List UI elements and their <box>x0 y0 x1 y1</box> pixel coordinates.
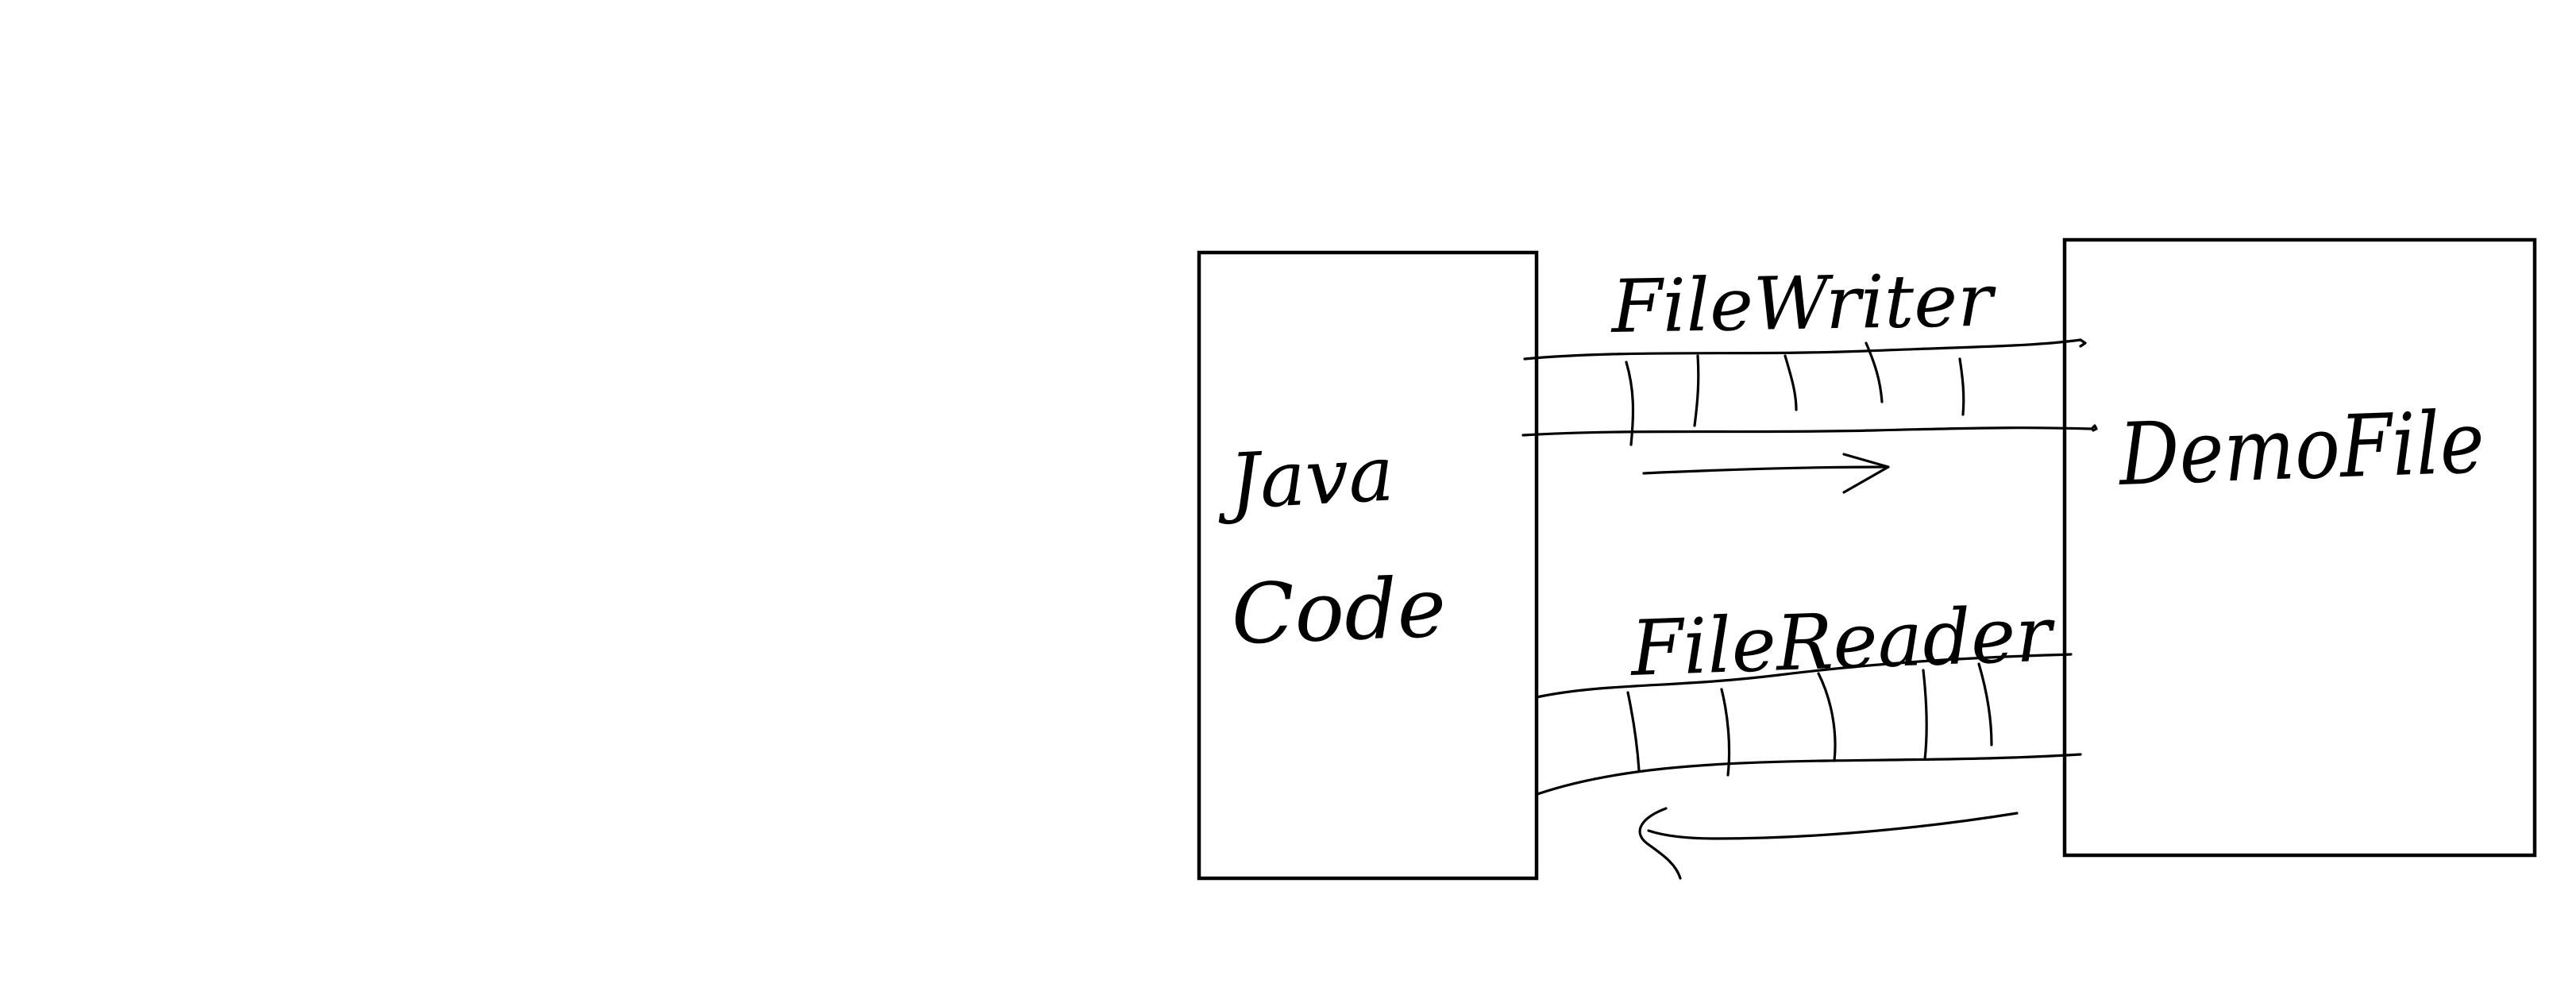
filewriter-label: FileWriter <box>1610 258 1998 349</box>
filewriter-pipe-end <box>2079 338 2087 348</box>
filewriter-divider <box>1784 354 1798 411</box>
filewriter-pipe-top <box>1523 338 2082 361</box>
filewriter-divider <box>1625 361 1635 446</box>
filereader-pipe-bottom <box>1536 753 2082 796</box>
filereader-divider <box>1626 691 1641 772</box>
filereader-direction-arrow <box>1647 812 2019 840</box>
filereader-arrowhead <box>1638 807 1682 880</box>
filereader-divider <box>1922 669 1928 761</box>
filereader-stream: FileReader <box>1535 589 2082 880</box>
java-code-box <box>1197 250 1539 881</box>
filereader-divider <box>1817 672 1837 762</box>
demo-file-box <box>2062 237 2537 858</box>
filewriter-arrowhead <box>1842 453 1890 494</box>
filewriter-pipe-bottom <box>1521 426 2093 437</box>
filereader-label: FileReader <box>1628 589 2057 693</box>
filereader-divider <box>1720 688 1731 777</box>
java-code-node: Java Code <box>1197 250 1539 881</box>
filewriter-divider <box>1958 357 1965 416</box>
java-code-label-line1: Java <box>1213 429 1396 527</box>
filewriter-divider <box>1865 341 1884 403</box>
demo-file-node: DemoFile <box>2062 237 2537 858</box>
filereader-pipe-top <box>1535 653 2073 699</box>
java-code-label-line2: Code <box>1230 559 1448 663</box>
filereader-divider <box>1977 662 1993 746</box>
demo-file-label: DemoFile <box>2116 393 2486 505</box>
filewriter-stream: FileWriter <box>1521 258 2098 494</box>
filewriter-direction-arrow <box>1642 465 1888 475</box>
filewriter-pipe-end-bottom <box>2090 424 2098 432</box>
filewriter-divider <box>1693 354 1700 427</box>
